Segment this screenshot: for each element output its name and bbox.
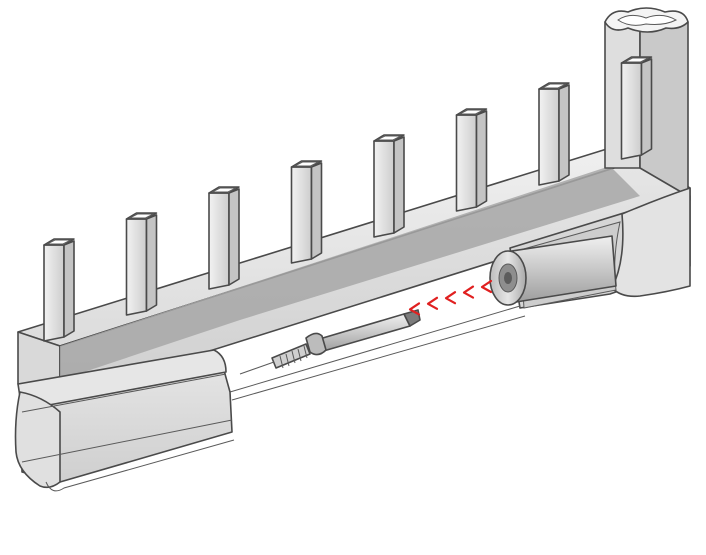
- post-3: [208, 186, 240, 290]
- post-front-face: [125, 218, 148, 316]
- post-1: [43, 238, 75, 342]
- post-front-face: [290, 166, 313, 264]
- post-front-face: [538, 88, 560, 186]
- rod-long-shaft: [315, 313, 411, 353]
- rail-tube-left-end: [14, 391, 61, 489]
- insertion-tool: [489, 235, 617, 306]
- disc-center: [504, 272, 512, 284]
- post-front-face: [208, 192, 230, 290]
- post-hole: [46, 239, 72, 245]
- post-7: [538, 82, 570, 186]
- flow-arrow-2: [462, 285, 475, 299]
- rod-thin-wire: [239, 361, 275, 375]
- post-4: [290, 160, 323, 264]
- tall-riser-opening: [617, 14, 678, 26]
- post-5: [373, 134, 405, 238]
- post-side-face: [558, 84, 570, 182]
- rail-tube-left-groove: [45, 439, 235, 492]
- post-side-face: [63, 240, 75, 338]
- flow-arrows: [408, 279, 493, 316]
- post-hole: [294, 161, 319, 167]
- rail-tube-right-end: [611, 187, 691, 298]
- post-hole: [459, 109, 484, 115]
- spring-lines: [279, 345, 308, 369]
- rail-tube-left-ridge: [21, 373, 233, 463]
- rod-collar: [305, 332, 327, 356]
- post-hole: [541, 83, 567, 89]
- channel-shadow: [60, 166, 640, 380]
- post-front-face: [620, 62, 643, 160]
- post-front-face: [373, 140, 395, 238]
- post-side-face: [640, 58, 653, 156]
- flow-arrow-4: [426, 296, 439, 310]
- vertical-posts: [43, 56, 653, 342]
- post-hole: [129, 213, 154, 219]
- post-side-face: [145, 214, 158, 312]
- flow-arrow-1: [480, 279, 493, 294]
- post-side-face: [393, 136, 405, 234]
- post-hole: [376, 135, 402, 141]
- flow-arrow-3: [444, 291, 457, 305]
- post-2: [125, 212, 158, 316]
- post-6: [455, 108, 488, 212]
- post-side-face: [228, 188, 240, 286]
- threaded-rod: [239, 309, 421, 375]
- post-side-face: [475, 110, 488, 208]
- post-front-face: [43, 244, 65, 342]
- post-8: [620, 56, 653, 160]
- rail-floor: [229, 305, 526, 401]
- post-hole: [211, 187, 237, 193]
- rail-tube-left-top: [17, 349, 227, 411]
- flow-arrow-5: [408, 302, 421, 316]
- post-hole: [624, 57, 649, 63]
- post-side-face: [310, 162, 323, 260]
- post-front-face: [455, 114, 478, 212]
